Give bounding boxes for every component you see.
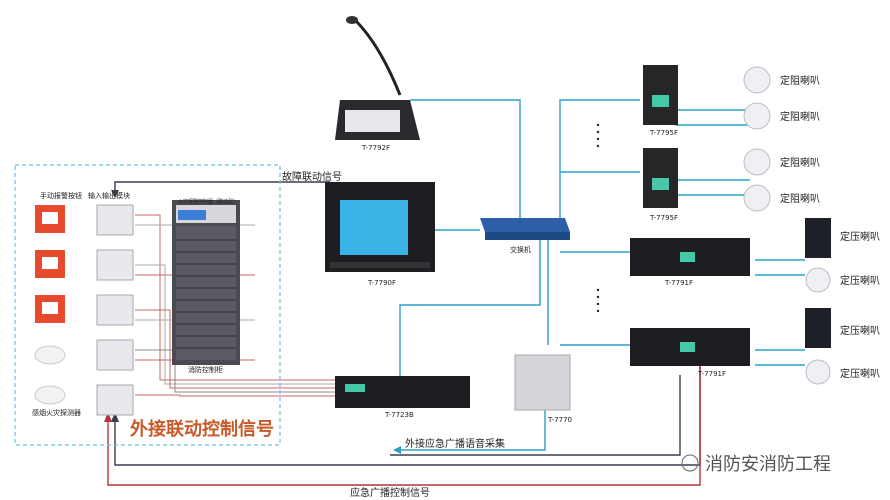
amplifier-top-model: T-7791F bbox=[664, 279, 693, 287]
down-arrow-icon bbox=[111, 190, 119, 198]
speaker-label: 定阻喇叭 bbox=[780, 74, 820, 87]
external-linkage-label: 外接联动控制信号 bbox=[130, 418, 274, 440]
ellipsis-dots bbox=[596, 123, 600, 313]
emergency-audio-label: 外接应急广播语音采集 bbox=[405, 437, 505, 450]
terminal-top bbox=[643, 65, 678, 125]
cabinet-slots bbox=[176, 239, 236, 349]
wall-box-model: T-7770 bbox=[547, 416, 572, 424]
terminal-top-model: T-7795F bbox=[649, 129, 678, 137]
speaker-label: 定阻喇叭 bbox=[780, 110, 820, 123]
manual-alarm-button bbox=[35, 205, 65, 233]
speaker-label: 定阻喇叭 bbox=[780, 192, 820, 205]
manual-alarm-label: 手动报警按钮 bbox=[40, 191, 82, 200]
host-unit bbox=[325, 182, 435, 272]
speaker-label: 定压喇叭 bbox=[840, 324, 880, 337]
network-switch bbox=[480, 218, 570, 240]
ceiling-speakers bbox=[743, 66, 771, 212]
io-module bbox=[96, 384, 134, 416]
red-control-lines bbox=[107, 365, 701, 486]
io-module bbox=[96, 204, 134, 236]
cabinet-title: 火灾报警控制器（联动型） bbox=[178, 198, 238, 205]
mic-console bbox=[335, 16, 420, 140]
fault-linkage-label: 故障联动信号 bbox=[282, 170, 342, 183]
speaker-label: 定压喇叭 bbox=[840, 367, 880, 380]
switch-label: 交换机 bbox=[510, 245, 531, 254]
emergency-control-label: 应急广播控制信号 bbox=[350, 486, 430, 499]
controller-unit bbox=[335, 376, 470, 408]
up-arrow-icon bbox=[104, 412, 112, 422]
left-arrow-icon bbox=[393, 446, 401, 454]
watermark-text: 消防安消防工程 bbox=[705, 454, 831, 475]
manual-alarm-button bbox=[35, 295, 65, 323]
io-module bbox=[96, 294, 134, 326]
wall-speakers bbox=[805, 218, 831, 348]
module-label: 输入输出模块 bbox=[88, 191, 130, 200]
up-arrow-icon bbox=[111, 412, 119, 422]
ceiling-speakers-bottom bbox=[805, 267, 831, 385]
mic-console-model: T-7792F bbox=[361, 144, 390, 152]
cabinet-label: 消防控制柜 bbox=[188, 365, 223, 374]
blue-network-lines bbox=[399, 99, 805, 451]
amplifier-bottom-model: T-7791F bbox=[697, 370, 726, 378]
terminal-mid-model: T-7795F bbox=[649, 214, 678, 222]
smoke-detector bbox=[34, 385, 66, 405]
io-module bbox=[96, 339, 134, 371]
speaker-label: 定压喇叭 bbox=[840, 274, 880, 287]
io-module bbox=[96, 249, 134, 281]
smoke-detector bbox=[34, 345, 66, 365]
manual-alarm-button bbox=[35, 250, 65, 278]
speaker-label: 定阻喇叭 bbox=[780, 156, 820, 169]
amplifier-bottom bbox=[630, 328, 750, 366]
speaker-label: 定压喇叭 bbox=[840, 230, 880, 243]
controller-model: T-7723B bbox=[384, 411, 414, 419]
host-model: T-7790F bbox=[367, 279, 396, 287]
terminal-mid bbox=[643, 148, 678, 208]
smoke-detector-label: 感烟火灾探测器 bbox=[32, 408, 81, 417]
wechat-icon bbox=[681, 454, 699, 472]
fire-control-cabinet bbox=[172, 200, 240, 365]
amplifier-top bbox=[630, 238, 750, 276]
wall-box bbox=[514, 354, 571, 411]
io-module-column bbox=[96, 204, 134, 416]
